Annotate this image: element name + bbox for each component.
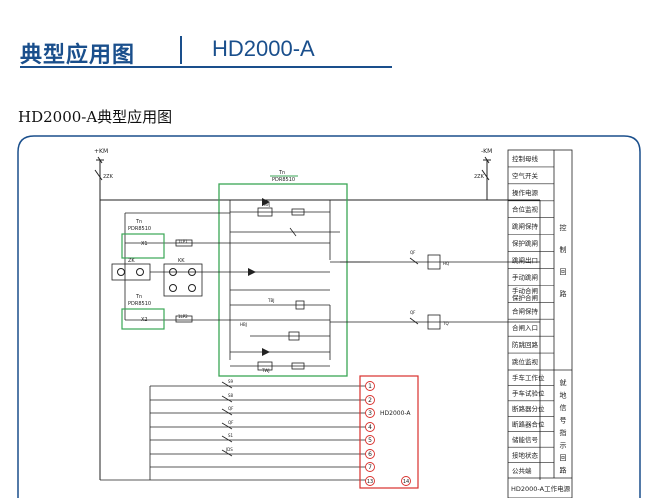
terminal-4: 4 xyxy=(368,424,372,431)
relay-bottom-label: Tn xyxy=(135,294,142,300)
terminal-13: 13 xyxy=(367,479,373,485)
relay-top-box xyxy=(121,233,165,259)
relay-box-label: Tn xyxy=(278,170,285,176)
diagram-title: HD2000-A典型应用图 xyxy=(18,108,173,126)
input-label-2: S8 xyxy=(228,393,234,398)
input-label-1: S9 xyxy=(228,379,234,384)
header-underline xyxy=(20,66,392,68)
input-label-4: QF xyxy=(228,420,234,425)
km-plus-symbol xyxy=(96,156,104,164)
legend-main-item-2: 操作电源 xyxy=(512,188,539,197)
model-name: HD2000-A xyxy=(212,36,315,61)
diagram-frame xyxy=(17,135,641,498)
terminal-markers xyxy=(365,381,411,486)
page-title: 典型应用图 xyxy=(20,43,136,68)
km-minus-label: -KM xyxy=(481,148,492,155)
device-label: HD2000-A xyxy=(380,410,411,417)
relay-bottom-box xyxy=(121,308,165,330)
hbj-label: HBJ xyxy=(240,322,247,327)
legend-table xyxy=(507,149,573,498)
tq-label: TQ xyxy=(442,321,449,326)
legend-main-item-8-0: 手动合闸 xyxy=(512,286,538,295)
qf2-label: QF xyxy=(410,310,416,315)
hwj-label: HWJ xyxy=(262,202,270,207)
km-minus-symbol xyxy=(483,156,491,164)
input-contact-labels: S9 S8 QF QF S1 JDS xyxy=(225,379,234,452)
kk-switch xyxy=(163,263,203,297)
legend-local-item-5: 接地状态 xyxy=(512,450,539,459)
zk-switch xyxy=(111,263,151,281)
terminal-2: 2 xyxy=(368,397,372,404)
terminal-14: 14 xyxy=(403,479,409,485)
legend-local-item-3: 断路器合位 xyxy=(512,420,545,429)
legend-main-rows: 控制母线空气开关操作电源合位监视跳闸保持保护跳闸跳闸出口手动跳闸手动合闸保护合闸… xyxy=(508,154,554,366)
relay-top-model: PDR8510 xyxy=(128,226,151,232)
legend-main-item-6: 跳闸出口 xyxy=(512,256,538,265)
legend-local-item-0: 手车工作位 xyxy=(512,373,545,382)
legend-main-item-5: 保护跳闸 xyxy=(512,239,538,248)
legend-main-item-10: 合闸入口 xyxy=(512,323,538,332)
tbj-label: TBJ xyxy=(267,298,274,303)
hd2000-device-box xyxy=(359,375,419,489)
kk-label: KK xyxy=(178,258,185,264)
qf1-label: QF xyxy=(410,250,416,255)
legend-main-item-7: 手动跳闸 xyxy=(512,272,538,281)
input-label-3: QF xyxy=(228,406,234,411)
lp1-label: 1LP1 xyxy=(178,239,188,244)
km-plus-label: +KM xyxy=(94,148,108,155)
led-indicators xyxy=(248,198,270,356)
relay-module-box xyxy=(218,183,348,377)
legend-main-item-12: 跳位监视 xyxy=(512,357,539,366)
contact-x1: X1 xyxy=(141,241,148,247)
legend-main-item-9: 合闸保持 xyxy=(512,306,539,315)
breaker-left-label: 2ZK xyxy=(103,174,114,180)
legend-local-item-6: 公共端 xyxy=(512,466,532,475)
legend-main-item-4: 跳闸保持 xyxy=(512,222,539,231)
legend-local-side: 就地信号指示回路 xyxy=(560,378,567,475)
twj-label: TWJ xyxy=(261,368,270,373)
input-label-6: JDS xyxy=(225,447,233,452)
relay-top-label: Tn xyxy=(135,219,142,225)
contact-x2: X2 xyxy=(141,317,148,323)
legend-main-item-1: 空气开关 xyxy=(512,171,539,180)
legend-footer: HD2000-A工作电源 xyxy=(511,484,571,493)
legend-local-item-2: 断路器分位 xyxy=(512,404,545,413)
legend-main-item-0: 控制母线 xyxy=(512,154,539,163)
hq-label: HQ xyxy=(443,261,449,266)
legend-main-side: 控制回路 xyxy=(560,223,567,298)
legend-main-item-8-1: 保护合闸 xyxy=(512,293,538,302)
terminal-3: 3 xyxy=(368,410,372,417)
terminal-1: 1 xyxy=(368,383,372,390)
legend-local-item-4: 储能信号 xyxy=(512,435,539,444)
zk-label: ZK xyxy=(128,258,135,264)
legend-local-item-1: 手车试验位 xyxy=(512,389,545,398)
terminal-5: 5 xyxy=(368,437,372,444)
title-divider xyxy=(180,36,182,64)
lp2-label: 1LP2 xyxy=(178,314,188,319)
legend-main-item-11: 防跳回路 xyxy=(512,340,539,349)
relay-bottom-model: PDR8510 xyxy=(128,301,151,307)
input-label-5: S1 xyxy=(228,433,234,438)
legend-main-item-3: 合位监视 xyxy=(512,205,539,214)
terminal-7: 7 xyxy=(368,464,372,471)
relay-box-model: PDR8510 xyxy=(272,177,295,183)
breaker-right-label: 2ZK xyxy=(474,174,485,180)
terminal-6: 6 xyxy=(368,451,372,458)
